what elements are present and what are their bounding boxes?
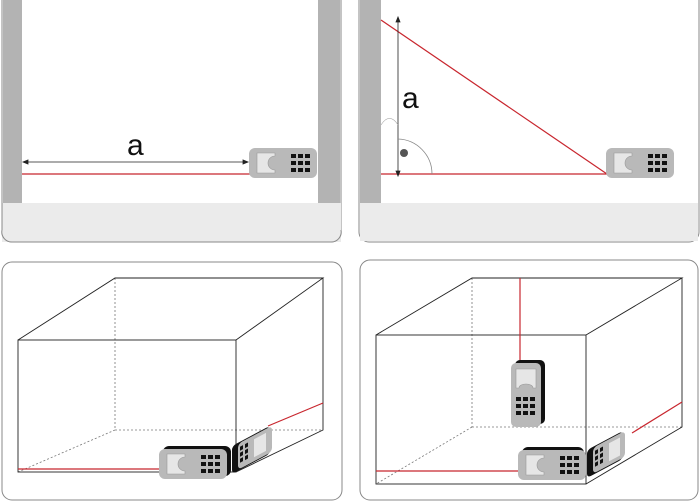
room-hidden-edges (17, 278, 323, 473)
panel-room-3d-horizontal (1, 261, 343, 501)
panel-room-3d-vertical (359, 259, 699, 501)
dimension-line (21, 159, 250, 165)
laser-hypotenuse (380, 19, 608, 175)
height-label: a (402, 82, 419, 115)
angle-dot (400, 149, 408, 157)
room-box (375, 277, 684, 485)
floor (2, 203, 341, 242)
distance-label: a (127, 129, 144, 162)
laser-beam (631, 401, 683, 434)
laser-distance-meter-icon (605, 147, 675, 179)
right-angle-marker-icon (397, 138, 433, 175)
panel-horizontal-distance: a (1, 0, 342, 243)
laser-distance-meter-icon (517, 447, 587, 481)
laser-distance-meter-icon (158, 446, 231, 480)
laser-distance-meter-icon (232, 427, 272, 473)
laser-distance-meter-icon (511, 360, 545, 427)
left-wall (360, 0, 381, 203)
laser-distance-meter-icon (587, 432, 625, 477)
panel-height-via-pythagoras: a (358, 0, 700, 243)
laser-distance-meter-icon (248, 147, 318, 179)
room-hidden-edges (375, 278, 682, 485)
left-wall (3, 0, 22, 203)
room-box (17, 277, 325, 473)
right-wall (318, 0, 340, 203)
floor (360, 203, 698, 241)
laser-beam (267, 402, 324, 427)
height-dimension-line (395, 15, 401, 178)
